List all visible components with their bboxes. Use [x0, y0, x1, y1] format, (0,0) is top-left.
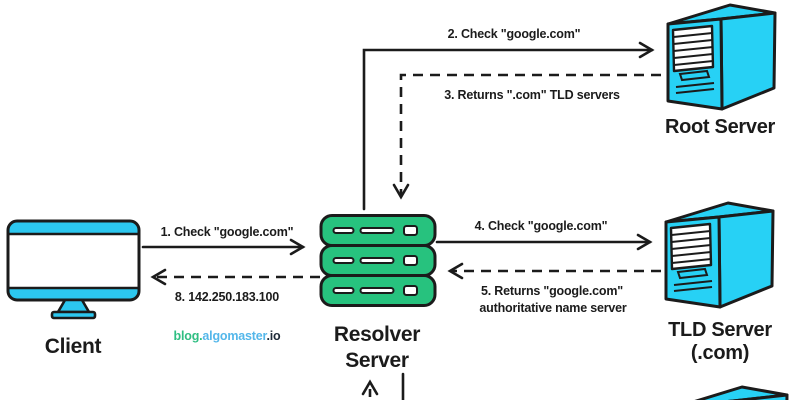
arrow-3-returns-tld [392, 73, 661, 200]
arrow-4-label: 4. Check "google.com" [475, 219, 608, 233]
watermark: blog.algomaster.io [174, 329, 281, 343]
tld-server-label-line2: (.com) [691, 342, 749, 364]
arrow-5-label-line2: authoritative name server [479, 301, 626, 315]
tld-server-icon [664, 201, 775, 309]
resolver-label-line2: Server [345, 349, 409, 372]
watermark-dot2: . [266, 329, 269, 343]
tld-server-label-line1: TLD Server [668, 319, 772, 341]
arrow-2-check [362, 41, 655, 211]
watermark-blog: blog [174, 329, 200, 343]
monitor-stand [56, 298, 91, 314]
resolver-server-icon [319, 214, 437, 307]
resolver-label-line1: Resolver [334, 323, 420, 346]
client-label: Client [45, 335, 102, 358]
arrow-3-label: 3. Returns ".com" TLD servers [444, 88, 620, 102]
watermark-dot1: . [199, 329, 202, 343]
watermark-algomaster: algomaster [202, 329, 267, 343]
root-server-label: Root Server [665, 116, 776, 138]
client-icon [6, 219, 141, 320]
arrow-2-label: 2. Check "google.com" [448, 27, 581, 41]
arrow-5-label-line1: 5. Returns "google.com" [481, 284, 623, 298]
resolver-unit-slots [332, 225, 418, 296]
authoritative-server-icon-partial [678, 385, 789, 400]
watermark-io: io [270, 329, 281, 343]
monitor-base [50, 310, 97, 320]
arrow-8-label: 8. 142.250.183.100 [175, 290, 279, 304]
root-server-icon [666, 3, 777, 111]
arrow-1-label: 1. Check "google.com" [161, 225, 294, 239]
